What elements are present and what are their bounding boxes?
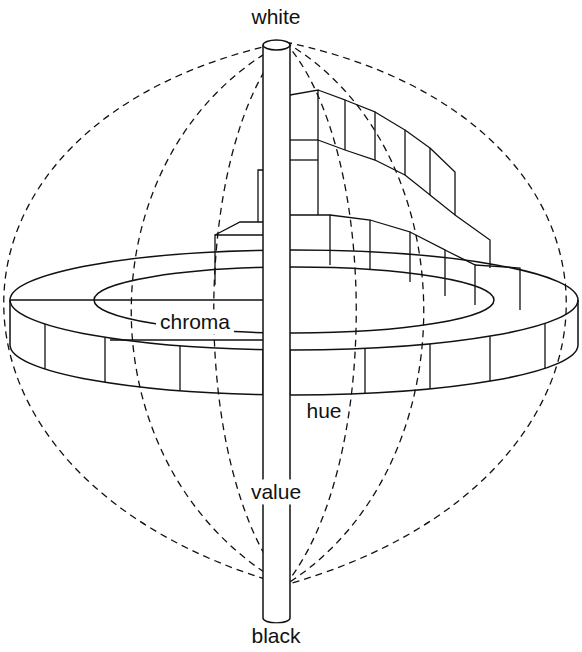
hue-divider — [44, 324, 45, 369]
axis-end-label: white — [247, 4, 304, 29]
dimension-label: hue — [302, 398, 345, 423]
hue-divider — [544, 323, 545, 368]
axis-end-label: black — [247, 624, 304, 649]
hue-segments — [45, 323, 545, 395]
hue-divider — [429, 344, 430, 389]
hue-divider — [364, 348, 365, 393]
hue-divider — [489, 336, 490, 381]
dimension-label: chroma — [156, 309, 234, 334]
hue-divider — [104, 337, 105, 382]
hue-divider — [179, 346, 180, 391]
dimension-label: value — [247, 479, 305, 504]
hue-disc — [10, 250, 578, 395]
chroma-steps — [215, 90, 520, 310]
value-axis — [263, 40, 290, 623]
